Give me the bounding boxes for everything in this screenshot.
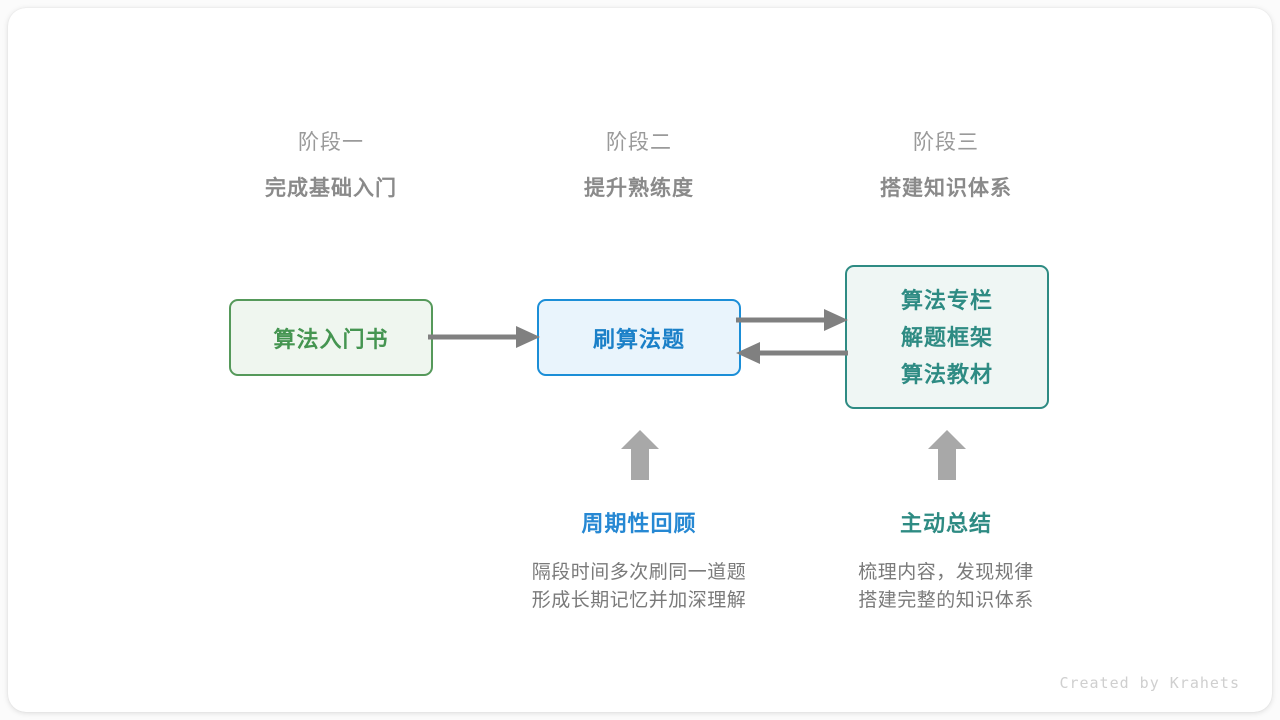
stage-1-title: 完成基础入门 [265,177,397,200]
stage-header-3: 阶段三 搭建知识体系 [816,128,1076,204]
stage-header-1: 阶段一 完成基础入门 [201,128,461,204]
node-practice-problems[interactable]: 刷算法题 [537,299,741,376]
annotation-summary-desc-line-2: 搭建完整的知识体系 [858,590,1034,611]
review-up-arrow-icon [621,430,659,480]
node-algorithm-intro-book[interactable]: 算法入门书 [229,299,433,376]
annotation-active-summary: 主动总结 梳理内容，发现规律 搭建完整的知识体系 [786,509,1106,615]
annotation-periodic-review: 周期性回顾 隔段时间多次刷同一道题 形成长期记忆并加深理解 [479,509,799,615]
footer-credit: Created by Krahets [1059,674,1240,692]
node-knowledge-line-3: 算法教材 [900,361,993,387]
stage-2-kicker: 阶段二 [606,131,672,154]
connector-knowledge-to-practice [736,342,848,364]
annotation-review-desc-line-1: 隔段时间多次刷同一道题 [531,562,747,583]
stage-2-title: 提升熟练度 [584,177,694,200]
node-practice-label: 刷算法题 [592,326,685,352]
summary-up-arrow-icon [928,430,966,480]
node-book-label: 算法入门书 [273,326,389,352]
annotation-review-title: 周期性回顾 [581,511,697,536]
annotation-review-description: 隔段时间多次刷同一道题 形成长期记忆并加深理解 [479,559,799,615]
node-knowledge-system[interactable]: 算法专栏 解题框架 算法教材 [845,265,1049,409]
annotation-summary-desc-line-1: 梳理内容，发现规律 [858,562,1034,583]
stage-3-kicker: 阶段三 [913,131,979,154]
annotation-summary-description: 梳理内容，发现规律 搭建完整的知识体系 [786,559,1106,615]
node-knowledge-line-1: 算法专栏 [900,287,993,313]
stage-1-kicker: 阶段一 [298,131,364,154]
stage-header-2: 阶段二 提升熟练度 [509,128,769,204]
connector-practice-to-knowledge [736,309,848,331]
annotation-summary-title: 主动总结 [899,511,992,536]
node-knowledge-line-2: 解题框架 [900,324,993,350]
stage-3-title: 搭建知识体系 [880,177,1012,200]
annotation-review-desc-line-2: 形成长期记忆并加深理解 [531,590,747,611]
connector-book-to-practice [428,326,540,348]
